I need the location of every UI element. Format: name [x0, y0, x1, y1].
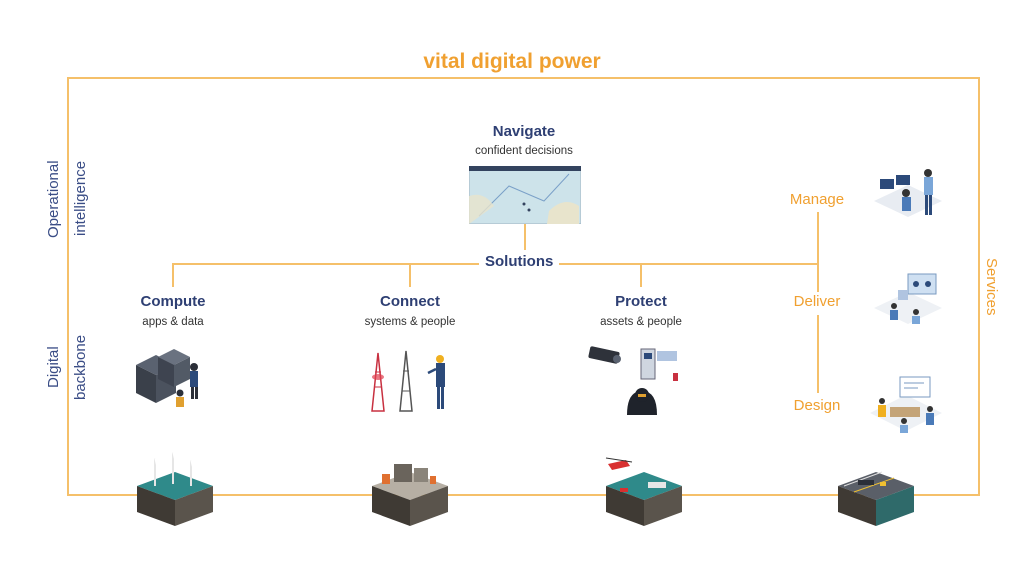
offshore-vessel-block-illustration: [602, 452, 686, 530]
industrial-plant-block-illustration: [368, 454, 452, 530]
compute-title: Compute: [140, 293, 206, 310]
outer-frame: [67, 77, 980, 495]
antenna-tower-illustration: [360, 347, 460, 413]
navigate-subtitle: confident decisions: [475, 145, 573, 157]
connect-title: Connect: [380, 293, 440, 310]
label-intelligence: intelligence: [72, 160, 89, 236]
deliver-remote-meeting-illustration: [870, 270, 946, 332]
service-manage: Manage: [789, 191, 845, 208]
label-services: Services: [983, 258, 1000, 316]
transport-infrastructure-block-illustration: [834, 452, 918, 530]
navigate-connector: [524, 224, 526, 250]
frame-bottom-line: [67, 494, 980, 496]
label-backbone: backbone: [72, 334, 89, 400]
navigate-title: Navigate: [492, 123, 556, 140]
label-operational: Operational: [45, 160, 62, 238]
solutions-label: Solutions: [479, 253, 560, 270]
design-team-illustration: [866, 375, 946, 437]
protect-subtitle: assets & people: [600, 316, 682, 328]
map-screen-illustration: [469, 166, 581, 224]
manage-operators-illustration: [868, 165, 948, 231]
label-digital: Digital: [45, 346, 62, 388]
services-line-bottom: [817, 315, 819, 393]
protect-connector: [640, 263, 642, 287]
compute-subtitle: apps & data: [142, 316, 204, 328]
services-line-top: [817, 212, 819, 292]
server-rack-illustration: [132, 345, 214, 411]
diagram-title: vital digital power: [423, 50, 601, 73]
service-design: Design: [793, 397, 841, 414]
offshore-wind-block-illustration: [133, 448, 217, 530]
compute-connector: [172, 263, 174, 287]
protect-title: Protect: [615, 293, 667, 310]
service-deliver: Deliver: [793, 293, 841, 310]
connect-subtitle: systems & people: [364, 316, 456, 328]
security-illustration: [587, 343, 683, 417]
connect-connector: [409, 263, 411, 287]
